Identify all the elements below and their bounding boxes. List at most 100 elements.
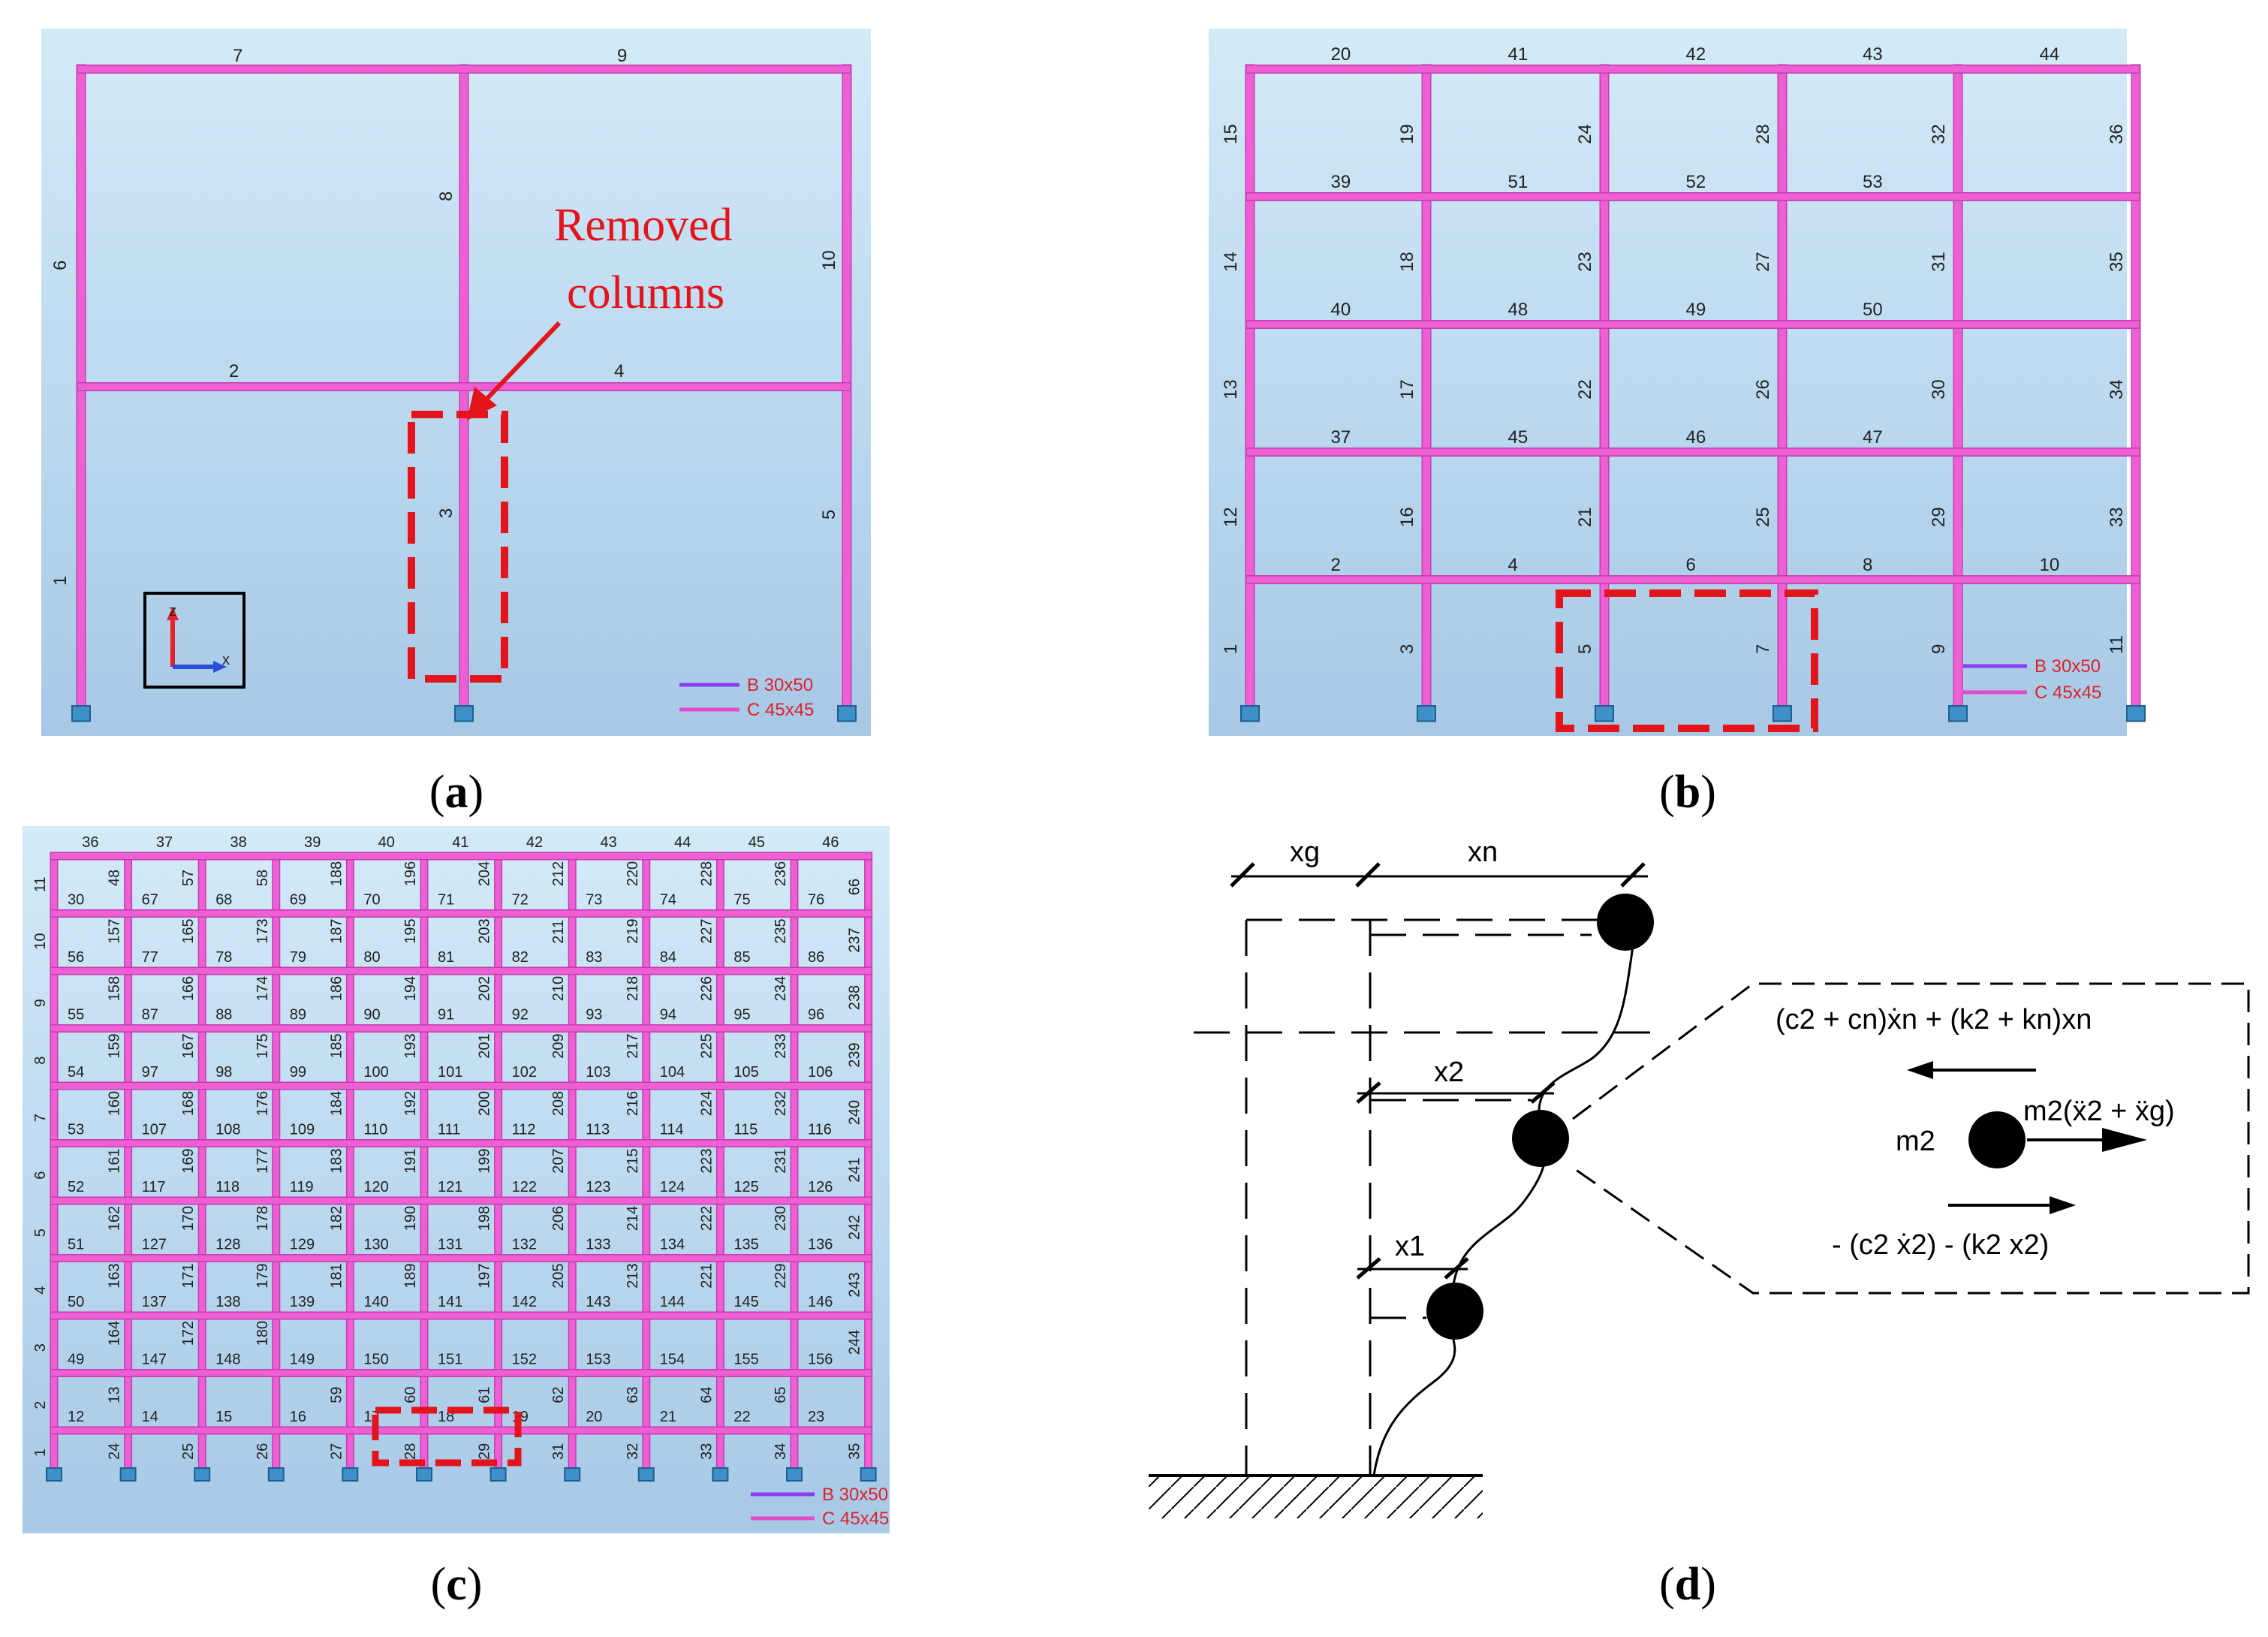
label-inner-column-c: 202 bbox=[477, 976, 493, 1001]
panel-d-labels: xg xn x2 x1 (c2 + cn)ẋn + (k2 + kn)xn m2… bbox=[1290, 837, 2175, 1610]
label-top-beam-c: 39 bbox=[304, 834, 321, 851]
label-cell-beam-c: 107 bbox=[142, 1122, 167, 1138]
label-beam-b: 4 bbox=[1508, 555, 1518, 575]
support-c-11 bbox=[860, 1467, 877, 1482]
label-cell-beam-c: 104 bbox=[660, 1064, 685, 1081]
label-inner-column-c: 200 bbox=[477, 1091, 493, 1116]
dashed-frame bbox=[1194, 918, 1652, 1476]
label-inner-column-c: 213 bbox=[625, 1263, 641, 1288]
label-cell-beam-c: 78 bbox=[215, 949, 232, 966]
label-inner-column-c: 203 bbox=[477, 918, 493, 943]
label-inner-column-c: 57 bbox=[180, 870, 197, 886]
label-cell-beam-c: 118 bbox=[215, 1179, 239, 1195]
label-beam-b: 20 bbox=[1331, 44, 1351, 65]
label-cell-beam-c: 20 bbox=[586, 1409, 602, 1425]
label-top-beam-c: 46 bbox=[822, 834, 839, 851]
label-beam-b: 8 bbox=[1863, 555, 1872, 575]
label-beam-b: 44 bbox=[2040, 44, 2060, 65]
label-cell-beam-c: 100 bbox=[363, 1064, 388, 1081]
label-cell-beam-c: 154 bbox=[660, 1352, 685, 1368]
label-cell-beam-c: 131 bbox=[438, 1237, 462, 1253]
label-column-b: 1 bbox=[1221, 644, 1241, 654]
legend-beam-b: B 30x50 bbox=[2035, 656, 2101, 677]
label-cell-beam-c: 50 bbox=[68, 1294, 84, 1310]
label-cell-beam-c: 127 bbox=[142, 1237, 167, 1253]
label-m2: m2 bbox=[1896, 1126, 1935, 1157]
label-inner-column-c: 222 bbox=[698, 1206, 715, 1231]
label-beam-b: 50 bbox=[1863, 300, 1883, 320]
label-bottom-column-c: 25 bbox=[180, 1443, 197, 1460]
label-right-column-c: 240 bbox=[847, 1100, 863, 1125]
caption-d: (d) bbox=[1659, 1559, 1716, 1610]
label-right-column-c: 237 bbox=[847, 927, 863, 952]
label-column-b: 19 bbox=[1397, 124, 1417, 144]
label-column-b: 15 bbox=[1221, 124, 1241, 144]
support-b-3 bbox=[1773, 705, 1792, 722]
label-cell-beam-c: 89 bbox=[290, 1007, 306, 1024]
label-column-b: 31 bbox=[1929, 252, 1949, 272]
label-inner-column-c: 163 bbox=[107, 1263, 123, 1288]
label-xg: xg bbox=[1290, 837, 1320, 868]
label-cell-beam-c: 151 bbox=[438, 1352, 462, 1368]
label-cell-beam-c: 108 bbox=[215, 1122, 240, 1138]
label-beam-b: 49 bbox=[1686, 300, 1706, 320]
label-inner-column-c: 195 bbox=[402, 918, 419, 943]
label-inner-column-c: 62 bbox=[550, 1387, 567, 1403]
label-beam-b: 48 bbox=[1508, 300, 1529, 320]
label-inner-column-c: 161 bbox=[107, 1148, 123, 1173]
label-inner-column-c: 206 bbox=[550, 1206, 567, 1231]
label-x1: x1 bbox=[1395, 1231, 1425, 1262]
label-cell-beam-c: 113 bbox=[586, 1122, 610, 1138]
label-top-beam-c: 43 bbox=[601, 834, 617, 851]
label-inner-column-c: 186 bbox=[328, 976, 345, 1001]
label-inner-column-c: 212 bbox=[550, 861, 567, 886]
support-a-1 bbox=[454, 705, 474, 722]
label-cell-beam-c: 90 bbox=[363, 1007, 380, 1024]
label-column-6: 6 bbox=[50, 261, 71, 270]
label-left-column-c: 9 bbox=[32, 999, 49, 1007]
arrow-inertia-head bbox=[2102, 1128, 2147, 1152]
label-inner-column-c: 167 bbox=[180, 1033, 197, 1058]
label-inner-column-c: 159 bbox=[107, 1033, 123, 1058]
label-inner-column-c: 182 bbox=[328, 1206, 345, 1231]
label-cell-beam-c: 130 bbox=[363, 1237, 388, 1253]
label-inner-column-c: 188 bbox=[328, 861, 345, 886]
panel-b-background bbox=[1209, 29, 2127, 736]
label-inner-column-c: 174 bbox=[255, 976, 271, 1001]
legend-column-c: C 45x45 bbox=[822, 1509, 889, 1529]
label-cell-beam-c: 21 bbox=[660, 1409, 676, 1425]
label-cell-beam-c: 95 bbox=[733, 1007, 750, 1024]
support-b-2 bbox=[1595, 705, 1614, 722]
label-inner-column-c: 232 bbox=[773, 1091, 789, 1116]
label-cell-beam-c: 92 bbox=[512, 1007, 529, 1024]
label-right-column-c: 243 bbox=[847, 1272, 863, 1297]
support-c-10 bbox=[786, 1467, 803, 1482]
label-inner-column-c: 235 bbox=[773, 918, 789, 943]
label-inner-column-c: 233 bbox=[773, 1033, 789, 1058]
label-beam-b: 2 bbox=[1331, 555, 1341, 575]
label-inner-column-c: 223 bbox=[698, 1148, 715, 1173]
label-cell-beam-c: 99 bbox=[290, 1064, 306, 1081]
label-inner-column-c: 193 bbox=[402, 1033, 419, 1058]
label-column-b: 24 bbox=[1575, 124, 1595, 144]
support-c-9 bbox=[712, 1467, 729, 1482]
label-beam-b: 42 bbox=[1686, 44, 1706, 65]
label-cell-beam-c: 91 bbox=[438, 1007, 454, 1024]
label-cell-beam-c: 76 bbox=[808, 892, 824, 909]
label-cell-beam-c: 67 bbox=[142, 892, 158, 909]
panel-a-labels: 7 9 2 4 6 1 8 3 10 5 bbox=[50, 46, 839, 586]
caption-b: (b) bbox=[1659, 767, 1716, 818]
label-cell-beam-c: 12 bbox=[68, 1409, 84, 1425]
label-inner-column-c: 13 bbox=[107, 1387, 123, 1403]
label-inner-column-c: 192 bbox=[402, 1091, 419, 1116]
label-cell-beam-c: 129 bbox=[290, 1237, 315, 1253]
label-cell-beam-c: 71 bbox=[438, 892, 454, 909]
label-cell-beam-c: 22 bbox=[733, 1409, 750, 1425]
label-right-column-c: 238 bbox=[847, 985, 863, 1010]
label-cell-beam-c: 80 bbox=[363, 949, 380, 966]
label-column-b: 34 bbox=[2107, 379, 2127, 399]
label-cell-beam-c: 54 bbox=[68, 1064, 84, 1081]
label-column-b: 29 bbox=[1929, 507, 1949, 527]
label-cell-beam-c: 84 bbox=[660, 949, 676, 966]
